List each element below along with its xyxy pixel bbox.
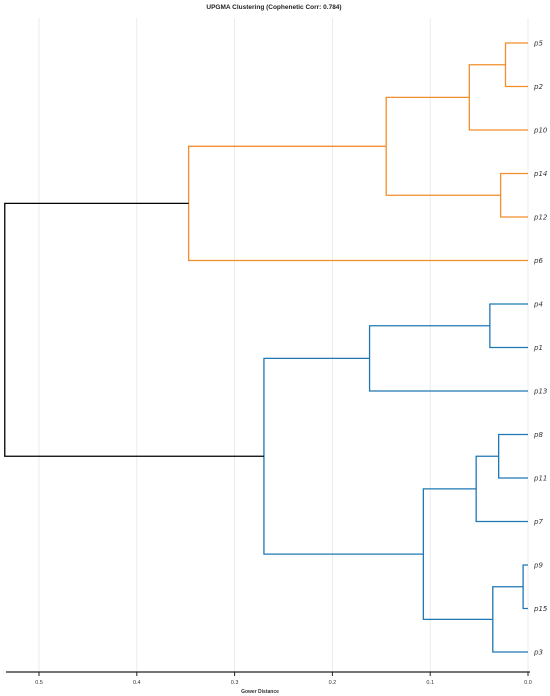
leaf-label: p11 xyxy=(533,475,547,483)
x-tick-label: 0.5 xyxy=(35,680,43,686)
leaf-label: p14 xyxy=(533,170,547,178)
dendrogram-branch xyxy=(187,145,528,262)
dendrogram-branch xyxy=(475,455,528,523)
dendrogram-branch xyxy=(468,64,528,131)
leaf-label: p15 xyxy=(533,605,548,613)
dendrogram-branch xyxy=(263,357,424,555)
x-tick-label: 0.3 xyxy=(231,680,239,686)
x-tick-label: 0.0 xyxy=(524,680,532,686)
branches xyxy=(4,42,528,653)
grid xyxy=(38,18,529,672)
dendrogram-branch xyxy=(422,488,493,621)
leaf-label: p7 xyxy=(533,518,543,526)
dendrogram-branch xyxy=(499,172,528,218)
x-tick-label: 0.4 xyxy=(133,680,141,686)
chart-title: UPGMA Clustering (Cophenetic Corr: 0.784… xyxy=(206,4,341,11)
leaf-label: p5 xyxy=(533,40,543,48)
dendrogram-branch xyxy=(489,303,528,349)
dendrogram-branch xyxy=(368,325,528,392)
leaf-label: p10 xyxy=(533,127,548,135)
leaf-label: p9 xyxy=(533,562,543,570)
leaf-labels: p5 p2 p10 p14 p12 p6 p4 p1 p13 p8 p11 p7 p9 p15 p3 xyxy=(533,40,548,657)
dendrogram-branch xyxy=(498,433,528,479)
x-axis-label: Gower Distance xyxy=(241,689,279,695)
dendrogram-branch xyxy=(385,96,501,196)
leaf-label: p3 xyxy=(533,649,543,657)
leaf-label: p2 xyxy=(533,83,543,91)
leaf-label: p12 xyxy=(533,214,548,222)
leaf-label: p13 xyxy=(533,388,547,396)
dendrogram-branch xyxy=(522,564,528,610)
x-tick-label: 0.2 xyxy=(329,680,337,686)
leaf-label: p6 xyxy=(533,257,543,265)
x-tick-label: 0.1 xyxy=(426,680,434,686)
x-axis-ticks: 0.5 0.4 0.3 0.2 0.1 0.0 xyxy=(35,672,532,686)
leaf-label: p4 xyxy=(533,301,543,309)
dendrogram-branch xyxy=(4,202,264,457)
leaf-label: p8 xyxy=(533,431,543,439)
leaf-label: p1 xyxy=(533,344,543,352)
dendrogram-branch xyxy=(504,42,528,88)
